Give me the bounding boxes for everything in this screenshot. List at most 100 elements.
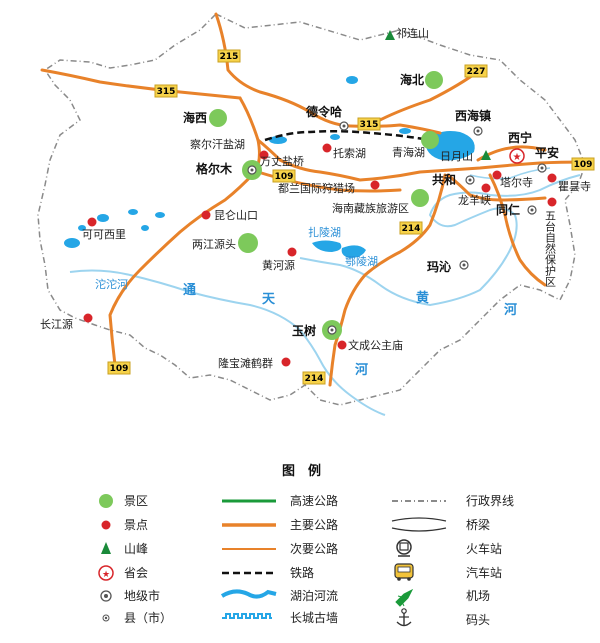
label-qutansi: 瞿昙寺 xyxy=(558,180,591,193)
label-haixi: 海西 xyxy=(183,110,207,125)
attraction-longbao xyxy=(281,357,291,367)
road-shield-315: 315 xyxy=(154,84,178,98)
lake xyxy=(128,209,138,215)
road xyxy=(256,138,587,182)
label-qilianshan: 祁连山 xyxy=(396,26,429,40)
legend-admin-border-label: 行政界线 xyxy=(466,494,514,508)
legend-capital-label: 省会 xyxy=(124,566,148,580)
attraction-wenchenggongzhu xyxy=(337,340,347,350)
legend-peak-icon xyxy=(101,542,111,554)
label-qinghaihu: 青海湖 xyxy=(392,145,425,159)
label-delingha: 德令哈 xyxy=(306,104,342,119)
attraction-wuzhi xyxy=(547,197,557,207)
lake xyxy=(155,212,165,218)
road xyxy=(328,173,447,387)
attraction-changjiangyuan xyxy=(83,313,93,323)
zhaling-lake xyxy=(312,240,342,252)
label-xining: 西宁 xyxy=(508,130,532,145)
label-huanghe-1: 黄 xyxy=(416,290,429,306)
legend-capital-icon xyxy=(98,565,114,581)
label-kunlunshankou: 昆仑山口 xyxy=(214,208,258,222)
svg-text:109: 109 xyxy=(574,160,593,170)
scenic-area-qinghaihu xyxy=(421,131,439,149)
lake xyxy=(78,225,86,231)
legend-minor-road-label: 次要公路 xyxy=(290,541,338,556)
lake xyxy=(346,76,358,84)
label-longbao: 隆宝滩鹤群 xyxy=(218,356,273,370)
legend-prefecture-city-label: 地级市 xyxy=(124,588,160,603)
label-dulan: 都兰国际狩猎场 xyxy=(278,181,355,195)
legend-great-wall-icon xyxy=(222,613,272,619)
label-tuosuohu: 托索湖 xyxy=(333,146,366,160)
attraction-qutansi xyxy=(547,173,557,183)
legend: 图 例 景区 景点 山峰 ★ 省会 地级市 县（市） 高速公路 主要公路 次要公… xyxy=(98,463,514,627)
attraction-huangheyuan xyxy=(287,247,297,257)
road xyxy=(214,12,442,135)
lake xyxy=(330,134,340,140)
legend-dock-label: 码头 xyxy=(466,613,490,627)
road-network xyxy=(40,12,587,387)
attraction-kekexili xyxy=(87,217,97,227)
svg-text:109: 109 xyxy=(110,364,129,374)
label-maqin: 玛沁 xyxy=(427,259,451,274)
tongtian-river xyxy=(69,269,386,416)
legend-great-wall-label: 长城古墙 xyxy=(290,610,338,625)
legend-attraction-label: 景点 xyxy=(124,518,148,532)
capital-marker-xining xyxy=(509,148,525,164)
legend-attraction-icon xyxy=(101,520,111,530)
label-huanghe-2: 河 xyxy=(504,302,517,318)
road-shield-214: 214 xyxy=(399,221,423,235)
label-taersi: 塔尔寺 xyxy=(500,176,533,189)
attraction-dulan xyxy=(370,180,380,190)
legend-major-road-label: 主要公路 xyxy=(290,517,338,532)
label-zhalinghu: 扎陵湖 xyxy=(308,225,341,239)
label-tuotuohe: 沱沱河 xyxy=(95,277,128,291)
lake xyxy=(399,128,411,134)
label-kekexili: 可可西里 xyxy=(82,228,126,241)
label-wuzhi: 五台自然保护区 xyxy=(544,210,557,287)
legend-expressway-label: 高速公路 xyxy=(290,493,338,508)
label-yushu: 玉树 xyxy=(292,323,316,338)
eling-lake xyxy=(341,245,366,258)
legend-title: 图 例 xyxy=(282,463,321,479)
label-tongtian-1: 通 xyxy=(183,282,196,298)
road xyxy=(378,68,482,122)
label-tongtian-3: 河 xyxy=(355,362,368,378)
legend-bus-station-label: 汽车站 xyxy=(466,565,502,580)
label-liangjiangyuantou: 两江源头 xyxy=(192,237,236,251)
road xyxy=(108,96,261,367)
label-tongren: 同仁 xyxy=(496,202,520,217)
scenic-area-haibei xyxy=(425,71,443,89)
road xyxy=(488,173,547,287)
road-shield-214: 214 xyxy=(302,371,326,385)
road xyxy=(446,173,547,202)
railway xyxy=(264,129,431,142)
label-changjiangyuan: 长江源 xyxy=(40,317,73,331)
svg-text:214: 214 xyxy=(305,374,324,384)
legend-bridge-icon xyxy=(391,517,447,532)
label-gonghe: 共和 xyxy=(432,172,456,187)
attraction-kunlunshankou xyxy=(201,210,211,220)
lake xyxy=(64,238,80,248)
legend-scenic-area-icon xyxy=(99,494,113,508)
attraction-taersi xyxy=(492,170,502,180)
label-pingan: 平安 xyxy=(535,145,559,160)
city-markers: ★ xyxy=(247,121,547,335)
legend-bridge-label: 桥梁 xyxy=(466,517,490,532)
place-labels: 祁连山 海北 海西 德令哈 西海镇 察尔汗盐湖 万丈盐桥 托索湖 青海湖 日月山… xyxy=(40,26,591,378)
svg-text:109: 109 xyxy=(275,172,294,182)
road-shield-315: 315 xyxy=(357,117,381,131)
label-wenchenggongzhu: 文成公主庙 xyxy=(348,338,403,352)
legend-bus-station-icon xyxy=(394,563,414,581)
svg-text:227: 227 xyxy=(467,67,486,77)
legend-scenic-area-label: 景区 xyxy=(124,494,148,508)
label-longyangxia: 龙羊峡 xyxy=(458,193,491,207)
label-chaerhan: 察尔汗盐湖 xyxy=(190,137,245,151)
peak-icon-qilianshan xyxy=(385,30,395,40)
legend-train-station-icon xyxy=(396,539,412,557)
label-riyueshan: 日月山 xyxy=(440,150,473,163)
svg-text:315: 315 xyxy=(157,87,176,97)
legend-train-station-label: 火车站 xyxy=(466,541,502,556)
